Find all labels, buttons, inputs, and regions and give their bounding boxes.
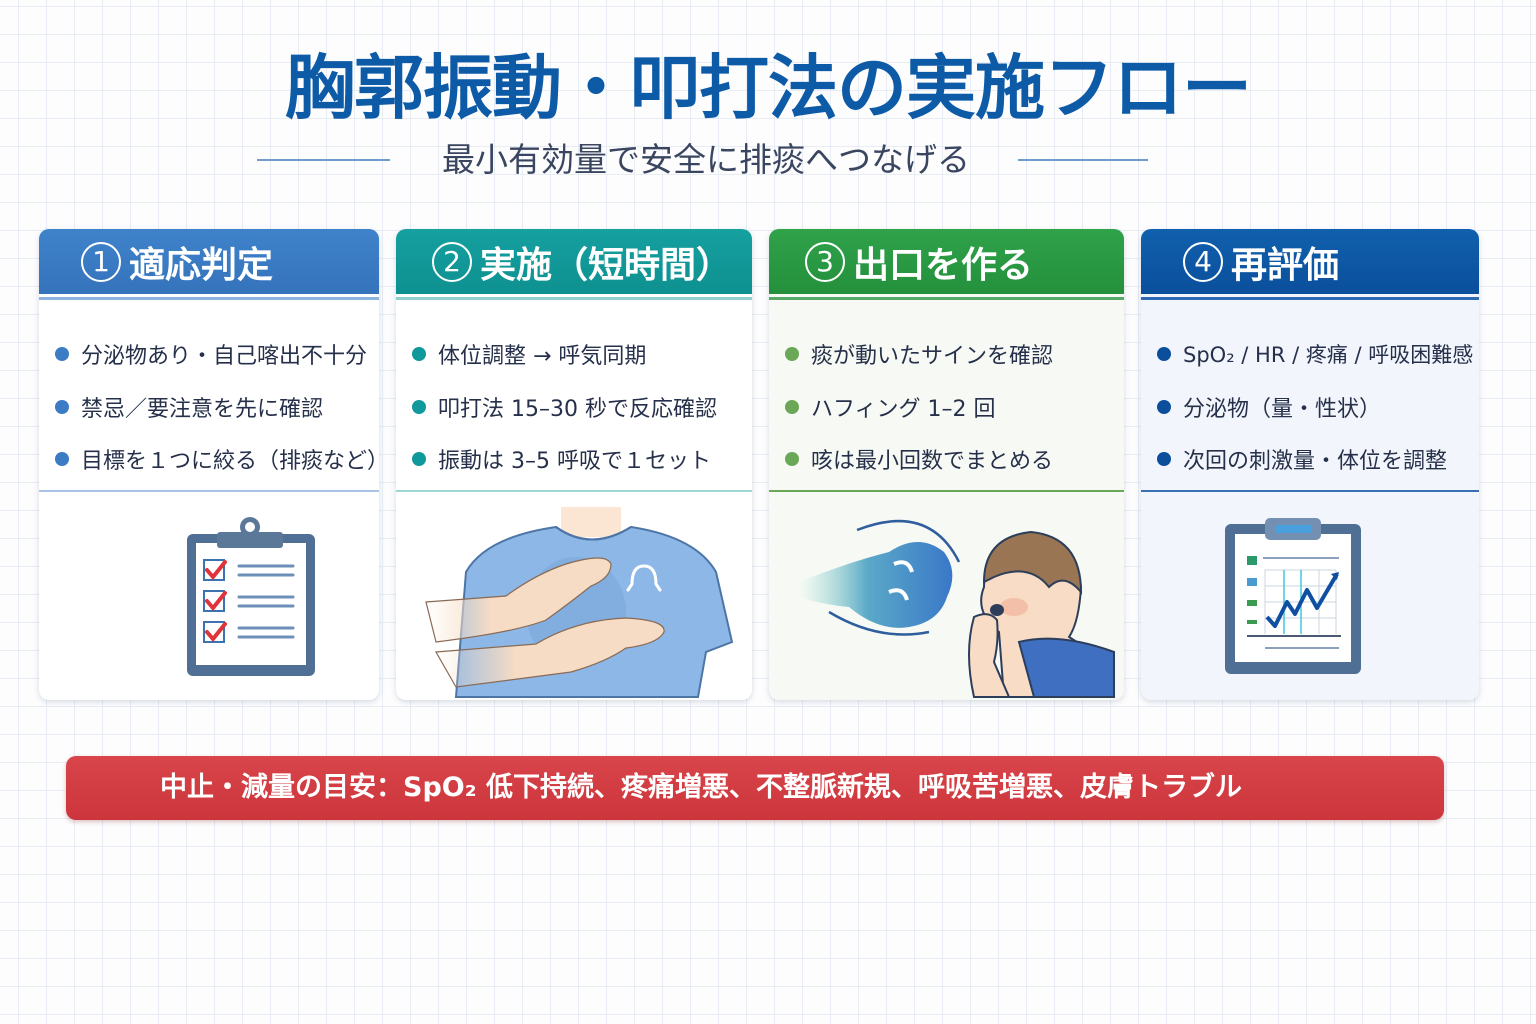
header-accent-line [1141,297,1479,300]
page-subtitle: 最小有効量で安全に排痰へつなげる [442,140,970,179]
step-items: 体位調整 → 呼気同期 叩打法 15–30 秒で反応確認 振動は 3–5 呼吸で… [396,300,752,490]
divider [769,490,1124,492]
bullet-icon [55,399,69,414]
bullet-icon [1157,347,1171,362]
step-card-4: 4 再評価 SpO₂ / HR / 疼痛 / 呼吸困難感 分泌物（量・性状） 次… [1141,229,1479,700]
item-text: 分泌物（量・性状） [1183,396,1382,422]
step-title: 再評価 [1231,244,1340,286]
step-card-1: 1 適応判定 分泌物あり・自己喀出不十分 禁忌／要注意を先に確認 目標を１つに絞… [39,229,379,700]
list-item: 次回の刺激量・体位を調整 [1157,433,1479,486]
step-title: 実施（短時間） [480,244,733,286]
divider [39,490,379,492]
list-item: 咳は最小回数でまとめる [785,433,1124,486]
item-text: 体位調整 → 呼気同期 [438,344,647,370]
step-header-4: 4 再評価 [1141,229,1479,294]
step-card-2: 2 実施（短時間） 体位調整 → 呼気同期 叩打法 15–30 秒で反応確認 振… [396,229,752,700]
item-text: 分泌物あり・自己喀出不十分 [81,344,368,370]
list-item: 叩打法 15–30 秒で反応確認 [412,381,752,434]
list-item: 痰が動いたサインを確認 [785,328,1124,381]
step-title: 出口を作る [853,244,1034,286]
list-item: 体位調整 → 呼気同期 [412,328,752,381]
bullet-icon [785,347,799,362]
list-item: SpO₂ / HR / 疼痛 / 呼吸困難感 [1157,328,1479,381]
clipboard-chart-icon [1141,492,1479,700]
bullet-icon [1157,452,1171,467]
step-header-2: 2 実施（短時間） [396,229,752,294]
list-item: 分泌物（量・性状） [1157,381,1479,434]
step-number-badge: 4 [1183,241,1223,282]
subtitle-line-right [1018,159,1148,161]
bullet-icon [412,347,426,362]
step-items: 痰が動いたサインを確認 ハフィング 1–2 回 咳は最小回数でまとめる [769,300,1124,490]
clipboard-checklist-icon [39,492,379,700]
step-header-1: 1 適応判定 [39,229,379,294]
list-item: ハフィング 1–2 回 [785,381,1124,434]
item-text: SpO₂ / HR / 疼痛 / 呼吸困難感 [1183,343,1474,368]
list-item: 振動は 3–5 呼吸で１セット [412,433,752,486]
header-accent-line [39,297,379,300]
bullet-icon [1157,399,1171,414]
divider [396,490,752,492]
item-text: ハフィング 1–2 回 [811,396,996,422]
step-items: 分泌物あり・自己喀出不十分 禁忌／要注意を先に確認 目標を１つに絞る（排痰など） [39,300,379,490]
stop-criteria-banner: 中止・減量の目安：SpO₂ 低下持続、疼痛増悪、不整脈新規、呼吸苦増悪、皮膚トラ… [66,756,1444,820]
list-item: 分泌物あり・自己喀出不十分 [55,328,379,381]
item-text: 咳は最小回数でまとめる [811,449,1054,475]
header-accent-line [396,297,752,300]
subtitle-row: 最小有効量で安全に排痰へつなげる [0,138,1536,182]
step-header-3: 3 出口を作る [769,229,1124,294]
step-card-3: 3 出口を作る 痰が動いたサインを確認 ハフィング 1–2 回 咳は最小回数でま… [769,229,1124,700]
bullet-icon [55,347,69,362]
item-text: 痰が動いたサインを確認 [811,344,1054,370]
bullet-icon [55,452,69,467]
item-text: 次回の刺激量・体位を調整 [1183,449,1448,475]
hands-on-chest-icon [396,492,752,700]
bullet-icon [785,452,799,467]
list-item: 目標を１つに絞る（排痰など） [55,433,379,486]
huffing-cough-icon [769,492,1124,700]
bullet-icon [785,399,799,414]
bullet-icon [412,399,426,414]
item-text: 禁忌／要注意を先に確認 [81,396,324,422]
step-number-badge: 3 [805,241,845,282]
header-accent-line [769,297,1124,300]
item-text: 目標を１つに絞る（排痰など） [81,449,379,475]
step-title: 適応判定 [129,244,274,286]
step-number-badge: 2 [432,241,472,282]
step-items: SpO₂ / HR / 疼痛 / 呼吸困難感 分泌物（量・性状） 次回の刺激量・… [1141,300,1479,490]
bullet-icon [412,452,426,467]
list-item: 禁忌／要注意を先に確認 [55,381,379,434]
item-text: 叩打法 15–30 秒で反応確認 [438,396,717,422]
divider [1141,490,1479,492]
subtitle-line-left [257,159,390,161]
page-title: 胸郭振動・叩打法の実施フロー [285,47,1252,129]
item-text: 振動は 3–5 呼吸で１セット [438,449,711,475]
step-number-badge: 1 [81,241,121,282]
